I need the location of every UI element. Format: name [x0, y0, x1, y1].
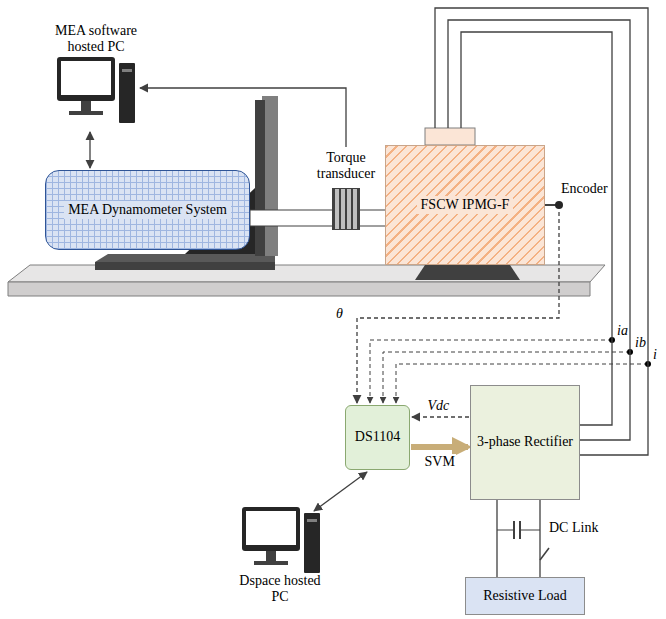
capacitor-lead — [497, 529, 540, 530]
monitor-base — [254, 561, 288, 565]
signal-arrow — [314, 472, 367, 511]
controller-box: DS1104 — [345, 405, 410, 470]
pc-tower — [304, 513, 320, 573]
signal-name: SVM — [424, 454, 456, 469]
signal-arrow — [412, 416, 469, 417]
monitor-stand — [81, 101, 91, 111]
drive-slot — [307, 519, 317, 522]
capacitor-symbol — [514, 521, 520, 539]
bench-front — [8, 282, 590, 296]
part-label: Encoder — [560, 181, 609, 196]
drive-slot — [122, 69, 132, 72]
screen — [246, 511, 296, 545]
signal-arrow — [89, 132, 90, 168]
encoder-shaft — [545, 204, 556, 206]
terminal-box — [425, 128, 475, 145]
node-label: Torque transducer — [307, 150, 385, 182]
node-label: Dspace hosted PC — [238, 573, 322, 605]
node-label: MEA software hosted PC — [54, 23, 138, 55]
node-label: DS1104 — [355, 429, 400, 445]
base-plate — [95, 254, 275, 262]
shaft — [250, 210, 386, 226]
node-label: MEA Dynamometer System — [64, 201, 231, 219]
signal-name: i — [652, 347, 658, 362]
load-box: Resistive Load — [465, 577, 585, 615]
screen — [61, 61, 111, 95]
signal-arrow — [140, 88, 346, 147]
power-wire — [539, 500, 540, 577]
monitor-stand — [266, 551, 276, 561]
node-label: FSCW IPMG-F — [417, 196, 514, 214]
monitor — [57, 57, 115, 101]
pc-tower — [119, 63, 135, 123]
switch-symbol — [540, 548, 549, 560]
dynamometer-box: MEA Dynamometer System — [45, 170, 250, 250]
generator-box: FSCW IPMG-F — [385, 145, 545, 265]
node-label: 3-phase Rectifier — [477, 434, 573, 450]
encoder-symbol — [555, 201, 563, 209]
monitor-base — [69, 111, 103, 115]
node-label: Resistive Load — [483, 588, 567, 604]
signal-name: ib — [634, 335, 647, 350]
base-plate-edge — [95, 262, 275, 270]
signal-name: Vdc — [427, 398, 451, 413]
generator-feet — [415, 265, 520, 280]
computer-icon: MEA software hosted PC — [55, 55, 137, 130]
signal-name: ia — [616, 323, 629, 338]
signal-name: θ — [335, 306, 344, 321]
monitor — [242, 507, 300, 551]
power-wire — [496, 500, 497, 577]
control-arrow — [411, 444, 468, 450]
stand-plate-face — [255, 100, 265, 256]
computer-illustration — [55, 55, 137, 130]
transducer-body — [332, 188, 360, 230]
computer-illustration — [240, 505, 322, 580]
rectifier-box: 3-phase Rectifier — [470, 385, 580, 500]
part-label: DC Link — [548, 520, 599, 535]
computer-icon: Dspace hosted PC — [240, 505, 320, 573]
torque-transducer: Torque transducer — [307, 150, 385, 230]
